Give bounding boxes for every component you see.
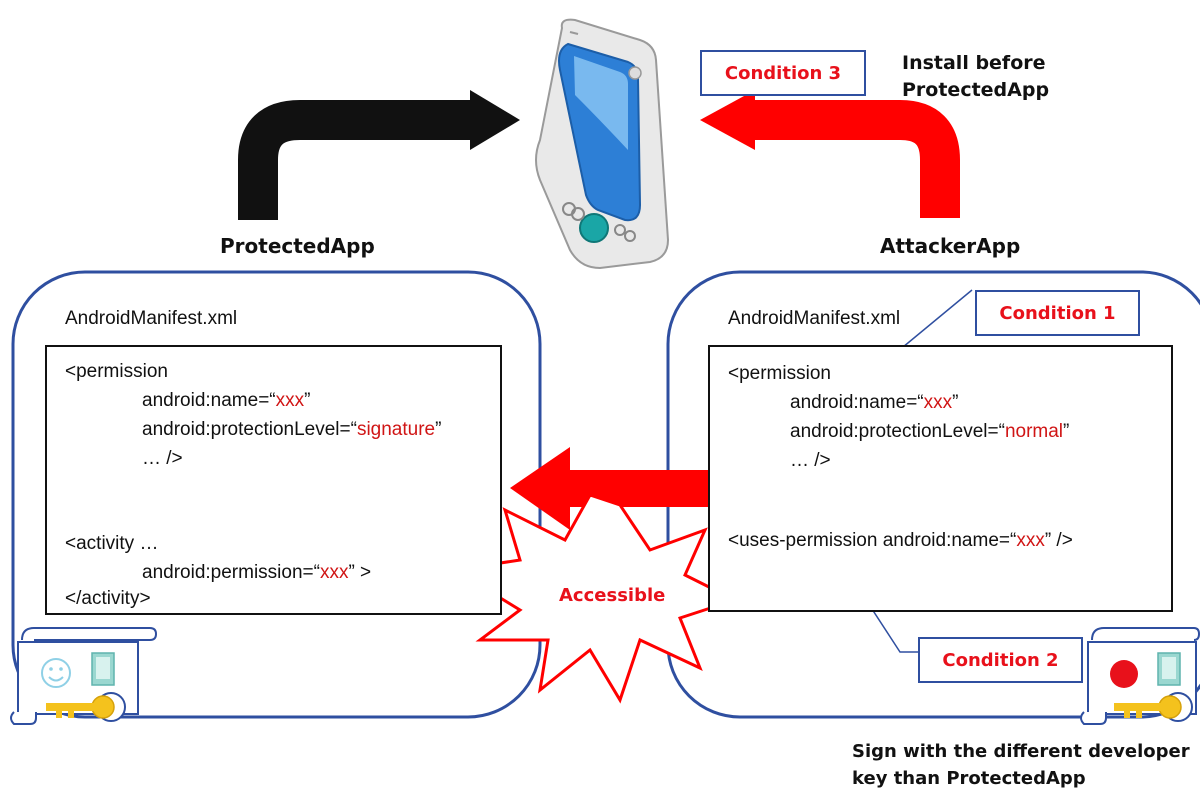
protected-activity-close: </activity> [65,588,151,609]
protected-permission-close: … /> [142,448,183,469]
attacker-app-label: AttackerApp [880,234,1021,258]
install-before-line1: Install before [902,52,1046,74]
condition-3-box: Condition 3 [700,50,866,96]
install-before-note: Install before ProtectedApp [902,50,1049,104]
attacker-level-value: normal [1004,421,1064,442]
accessible-burst [450,493,739,704]
sign-note: Sign with the different developer key th… [852,738,1190,792]
attacker-name-value: xxx [923,392,953,413]
sign-note-line2: key than ProtectedApp [852,768,1086,789]
smartphone-icon [535,18,670,270]
condition-1-box: Condition 1 [975,290,1140,336]
ribbon-icon [91,652,115,686]
key-icon [46,692,126,722]
smiley-icon [41,658,71,688]
protected-manifest-title: AndroidManifest.xml [65,308,238,329]
red-seal-icon [1110,660,1138,688]
install-before-line2: ProtectedApp [902,79,1050,101]
access-arrow [510,447,710,530]
attacker-level-line: android:protectionLevel=“normal” [790,421,1069,443]
sign-note-line1: Sign with the different developer [852,741,1190,762]
attacker-uses-permission-line: <uses-permission android:name=“xxx” /> [728,530,1073,552]
protected-install-arrowhead [470,90,520,150]
attacker-ribbon-icon [1157,652,1181,686]
attacker-level-prefix: android:protectionLevel=“ [790,421,1005,442]
attacker-permission-close: … /> [790,450,831,471]
protected-install-arrow [238,100,480,220]
accessible-label: Accessible [559,585,666,606]
protected-level-prefix: android:protectionLevel=“ [142,419,357,440]
attacker-name-prefix: android:name=“ [790,392,924,413]
attacker-name-line: android:name=“xxx” [790,392,958,414]
attacker-manifest-title: AndroidManifest.xml [728,308,901,329]
attacker-name-suffix: ” [952,392,959,413]
attacker-install-arrowhead [700,90,755,150]
attacker-uses-prefix: <uses-permission android:name=“ [728,530,1017,551]
protected-name-suffix: ” [304,390,311,411]
protected-level-value: signature [356,419,436,440]
protected-manifest-code: <permission android:name=“xxx” android:p… [45,345,502,615]
attacker-install-arrow [745,100,960,218]
attacker-key-icon [1114,692,1193,722]
protected-app-label: ProtectedApp [220,234,375,258]
protected-act-perm-value: xxx [319,562,349,583]
protected-act-perm-prefix: android:permission=“ [142,562,320,583]
protected-name-value: xxx [275,390,305,411]
attacker-permission-open: <permission [728,363,831,384]
protected-level-line: android:protectionLevel=“signature” [142,419,441,441]
attacker-level-suffix: ” [1063,421,1070,442]
protected-name-prefix: android:name=“ [142,390,276,411]
protected-activity-permission-line: android:permission=“xxx” > [142,562,371,584]
condition-2-box: Condition 2 [918,637,1083,683]
protected-level-suffix: ” [435,419,442,440]
attacker-manifest-code: <permission android:name=“xxx” android:p… [708,345,1173,612]
protected-permission-open: <permission [65,361,168,382]
protected-activity-open: <activity … [65,533,159,554]
attacker-uses-suffix: ” /> [1044,530,1073,551]
attacker-uses-value: xxx [1016,530,1045,551]
protected-name-line: android:name=“xxx” [142,390,310,412]
protected-act-perm-suffix: ” > [348,562,372,583]
